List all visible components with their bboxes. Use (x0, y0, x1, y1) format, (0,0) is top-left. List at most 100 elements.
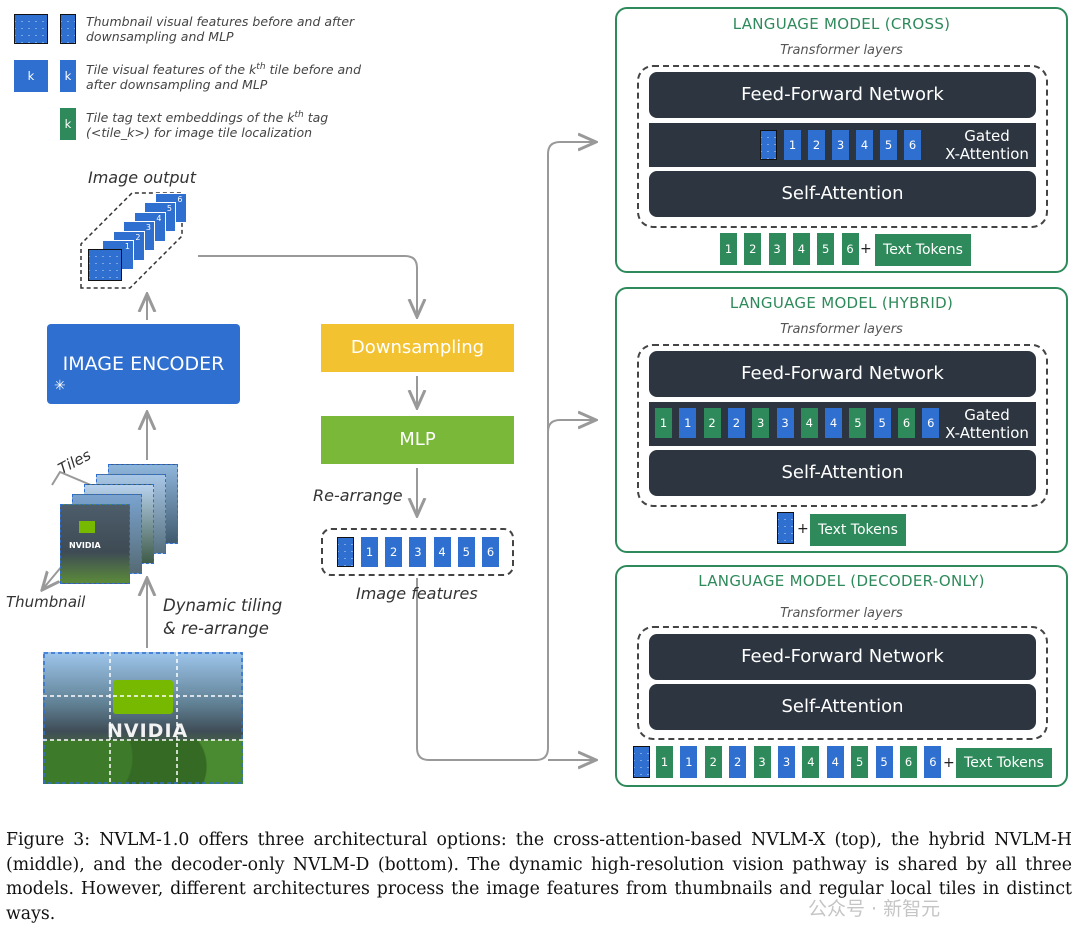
panel-cross-self-attention: Self-Attention (649, 171, 1036, 217)
decoder-tag-4: 4 (802, 746, 820, 778)
panel-cross-text-tokens: Text Tokens (875, 234, 971, 266)
panel-hybrid-ffn: Feed-Forward Network (649, 351, 1036, 397)
image-output-stack (80, 192, 183, 289)
hybrid-xattn-tag-2: 2 (703, 408, 721, 438)
decoder-tag-1: 1 (656, 746, 673, 778)
panel-hybrid-transformer-group (637, 344, 1048, 507)
panel-decoder-plus: + (943, 755, 955, 771)
cross-tag-token-2: 2 (744, 233, 762, 265)
hybrid-thumbnail-token (777, 512, 794, 544)
tile-photo-brand: NVIDIA (69, 541, 101, 550)
feature-tile-4: 4 (433, 537, 451, 567)
decoder-tile-6: 6 (924, 746, 942, 778)
panel-cross-transformer-group (637, 65, 1048, 228)
decoder-tile-1: 1 (680, 746, 698, 778)
cross-tag-token-5: 5 (817, 233, 835, 265)
legend-tile-small: k (60, 60, 76, 92)
panel-decoder-transformer-label: Transformer layers (780, 606, 903, 621)
cross-xattn-tile-6: 6 (904, 130, 921, 160)
decoder-tag-5: 5 (851, 746, 869, 778)
panel-cross-plus: + (860, 241, 872, 257)
decoder-tag-6: 6 (900, 746, 917, 778)
panel-cross-title: LANGUAGE MODEL (CROSS) (732, 15, 951, 33)
photo-grid-lines (43, 652, 243, 784)
panel-cross-ffn: Feed-Forward Network (649, 72, 1036, 118)
feature-tile-6: 6 (482, 537, 499, 567)
figure-caption: Figure 3: NVLM-1.0 offers three architec… (6, 830, 1072, 924)
cross-tag-token-6: 6 (841, 233, 859, 265)
hybrid-xattn-tag-6: 6 (898, 408, 915, 438)
decoder-tile-4: 4 (826, 746, 844, 778)
legend-tag-text: Tile tag text embeddings of the kth tag … (86, 110, 329, 141)
legend-thumbnail-text: Thumbnail visual features before and aft… (86, 14, 355, 44)
feature-tile-5: 5 (457, 537, 475, 567)
legend-tile-large: k (14, 60, 48, 92)
legend-tag-tile: k (60, 108, 76, 140)
panel-hybrid-title: LANGUAGE MODEL (HYBRID) (729, 294, 954, 312)
hybrid-xattn-tile-2: 2 (727, 408, 745, 438)
panel-decoder-transformer-group (637, 626, 1048, 740)
decoder-tag-3: 3 (753, 746, 771, 778)
panel-decoder: LANGUAGE MODEL (DECODER-ONLY) Transforme… (615, 565, 1068, 787)
panel-decoder-self-attention: Self-Attention (649, 684, 1036, 730)
image-output-label: Image output (88, 168, 196, 187)
legend: Thumbnail visual features before and aft… (12, 10, 392, 145)
connector-lines (0, 0, 1080, 820)
downsampling-box: Downsampling (321, 324, 514, 372)
cross-xattn-tile-3: 3 (832, 130, 849, 160)
hybrid-xattn-tile-3: 3 (776, 408, 794, 438)
decoder-tile-5: 5 (875, 746, 893, 778)
tiles-photo-stack: NVIDIA (60, 464, 180, 584)
cross-xattn-tile-5: 5 (880, 130, 897, 160)
dynamic-tiling-label: Dynamic tiling & re-arrange (163, 596, 283, 638)
snowflake-icon: ✳ (54, 378, 66, 394)
mlp-box: MLP (321, 416, 514, 464)
hybrid-xattn-tag-3: 3 (752, 408, 770, 438)
feature-tile-2: 2 (385, 537, 403, 567)
feature-tile-3: 3 (409, 537, 427, 567)
image-features-label: Image features (356, 584, 478, 603)
photo-brand: NVIDIA (107, 720, 189, 742)
hybrid-xattn-tag-1: 1 (655, 408, 672, 438)
cross-xattn-thumbnail (760, 130, 777, 160)
decoder-tag-2: 2 (704, 746, 722, 778)
hybrid-xattn-tag-4: 4 (800, 408, 818, 438)
hybrid-xattn-tile-1: 1 (679, 408, 697, 438)
cross-xattn-tile-4: 4 (856, 130, 873, 160)
panel-decoder-text-tokens: Text Tokens (956, 748, 1052, 778)
hybrid-xattn-tile-5: 5 (873, 408, 891, 438)
legend-thumbnail-large-tile (14, 14, 48, 44)
cross-tag-token-3: 3 (768, 233, 786, 265)
feature-thumbnail-tile (337, 537, 354, 567)
image-encoder-box: IMAGE ENCODER (47, 324, 240, 404)
image-features-group (321, 528, 514, 576)
hybrid-xattn-tile-6: 6 (922, 408, 940, 438)
cross-tag-token-1: 1 (720, 233, 737, 265)
panel-decoder-title: LANGUAGE MODEL (DECODER-ONLY) (698, 572, 985, 590)
cross-xattn-tile-1: 1 (784, 130, 801, 160)
panel-hybrid-self-attention: Self-Attention (649, 450, 1036, 496)
panel-cross: LANGUAGE MODEL (CROSS) Transformer layer… (615, 7, 1068, 273)
hybrid-xattn-tile-4: 4 (825, 408, 843, 438)
rearrange-label: Re-arrange (313, 486, 403, 505)
legend-tile-text: Tile visual features of the kth tile bef… (86, 62, 362, 93)
decoder-tile-2: 2 (729, 746, 747, 778)
watermark: 公众号 · 新智元 (808, 898, 941, 920)
panel-hybrid-transformer-label: Transformer layers (780, 322, 903, 337)
decoder-tile-3: 3 (778, 746, 795, 778)
panel-decoder-ffn: Feed-Forward Network (649, 634, 1036, 680)
cross-xattn-tile-2: 2 (808, 130, 825, 160)
thumbnail-label: Thumbnail (6, 593, 86, 611)
panel-hybrid-plus: + (797, 521, 809, 537)
decoder-thumbnail-token (633, 746, 650, 778)
input-image-photo: NVIDIA (43, 652, 243, 784)
panel-hybrid: LANGUAGE MODEL (HYBRID) Transformer laye… (615, 287, 1068, 553)
hybrid-xattn-tag-5: 5 (849, 408, 867, 438)
feature-tile-1: 1 (361, 537, 378, 567)
panel-cross-transformer-label: Transformer layers (780, 43, 903, 58)
legend-thumbnail-small-tile (60, 14, 76, 44)
panel-hybrid-text-tokens: Text Tokens (810, 514, 906, 546)
output-thumbnail-tile (88, 249, 122, 281)
